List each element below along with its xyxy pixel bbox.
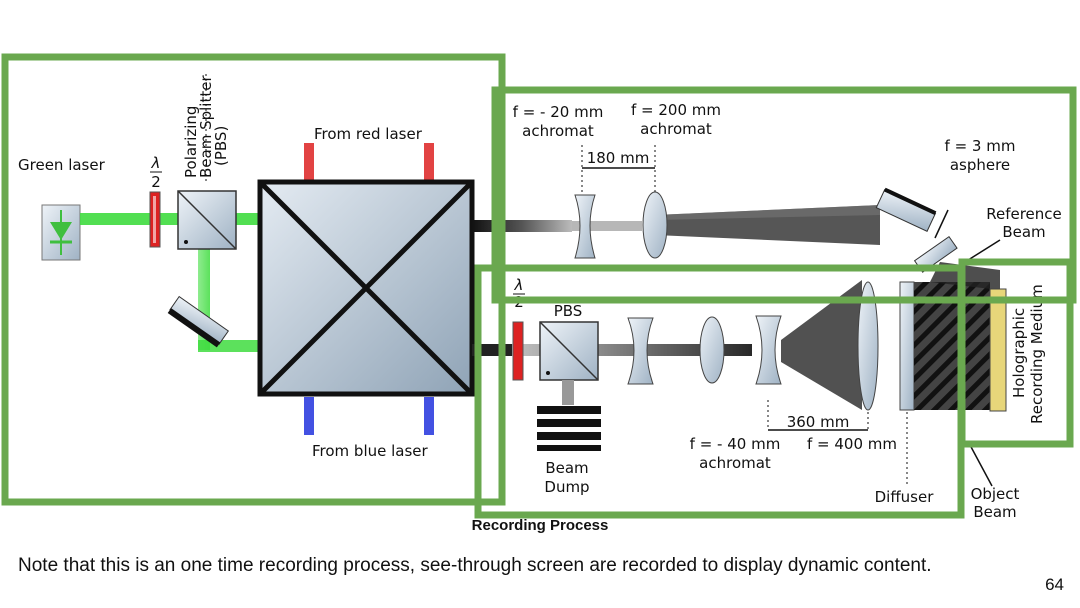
reference-mirror bbox=[875, 187, 937, 232]
label-f-neg20-2: achromat bbox=[522, 122, 594, 140]
lens-object-2 bbox=[699, 316, 725, 384]
highlight-frame-medium bbox=[958, 258, 1074, 448]
blue-laser-beam-right bbox=[424, 397, 434, 435]
object-expanding-beam bbox=[781, 280, 862, 410]
red-laser-beam-right bbox=[424, 143, 434, 181]
fold-mirror bbox=[167, 295, 230, 348]
label-180mm: 180 mm bbox=[587, 149, 650, 167]
interference-region bbox=[914, 282, 990, 410]
label-from-red-laser: From red laser bbox=[314, 125, 423, 143]
slide-note: Note that this is an one time recording … bbox=[18, 555, 932, 576]
beam-dump bbox=[537, 406, 601, 451]
label-360mm: 360 mm bbox=[787, 413, 850, 431]
label-pbs-1: Polarizing bbox=[182, 106, 200, 178]
label-diffuser: Diffuser bbox=[875, 488, 935, 506]
highlight-frame-reference bbox=[491, 86, 1077, 304]
page-number: 64 bbox=[1045, 575, 1064, 594]
blue-laser-beam-left bbox=[304, 397, 314, 435]
lens-object-1 bbox=[627, 317, 654, 385]
label-f-neg40-2: achromat bbox=[699, 454, 771, 472]
svg-text:λ: λ bbox=[514, 276, 524, 294]
lens-f-400 bbox=[857, 281, 879, 411]
label-green-laser: Green laser bbox=[18, 156, 106, 174]
label-half-wave-den: 2 bbox=[151, 173, 161, 191]
label-f-neg20-1: f = - 20 mm bbox=[513, 103, 604, 121]
lens-f-neg20 bbox=[574, 194, 596, 259]
label-reference-1: Reference bbox=[986, 205, 1062, 223]
highlight-frame-left bbox=[1, 53, 506, 506]
label-f-200-1: f = 200 mm bbox=[631, 101, 721, 119]
label-pbs-2: Beam Splitter bbox=[197, 75, 215, 178]
label-f-3-2: asphere bbox=[950, 156, 1010, 174]
label-beam-dump-2: Dump bbox=[544, 478, 589, 496]
label-f-neg40-1: f = - 40 mm bbox=[690, 435, 781, 453]
red-laser-beam-left bbox=[304, 143, 314, 181]
half-wave-plate-2 bbox=[512, 321, 524, 381]
label-f-3-1: f = 3 mm bbox=[945, 137, 1016, 155]
label-f-400: f = 400 mm bbox=[807, 435, 897, 453]
lens-f-200 bbox=[642, 191, 668, 259]
holographic-recording-medium bbox=[989, 288, 1007, 412]
label-pbs-short: PBS bbox=[554, 302, 583, 320]
label-pbs-3: (PBS) bbox=[212, 126, 230, 166]
label-holo-2: Recording Medium bbox=[1028, 284, 1046, 424]
lens-f-neg40 bbox=[755, 315, 782, 385]
figure-caption: Recording Process bbox=[471, 517, 609, 534]
label-half-wave-num: λ bbox=[151, 154, 161, 172]
label-beam-dump-1: Beam bbox=[545, 459, 588, 477]
highlight-frames bbox=[1, 53, 1077, 519]
label-object-1: Object bbox=[971, 485, 1020, 503]
label-f-200-2: achromat bbox=[640, 120, 712, 138]
green-beam-return bbox=[198, 340, 260, 352]
label-reference-2: Beam bbox=[1002, 223, 1045, 241]
label-from-blue-laser: From blue laser bbox=[312, 442, 429, 460]
label-holo-1: Holographic bbox=[1010, 308, 1028, 398]
label-object-2: Beam bbox=[973, 503, 1016, 521]
reference-path-beam-entry bbox=[472, 220, 572, 232]
